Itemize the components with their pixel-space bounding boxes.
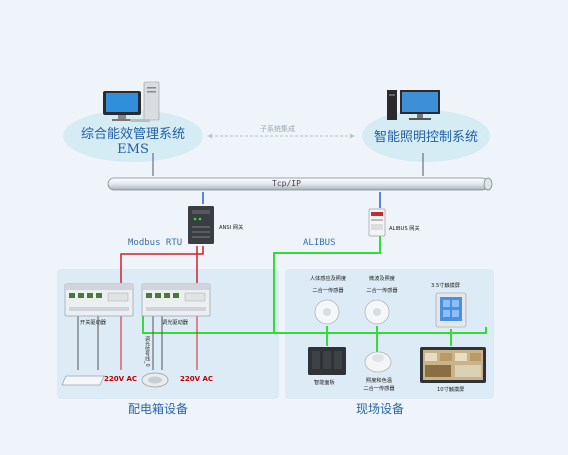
downlight-icon <box>141 372 169 388</box>
switch-driver-label: 开关驱动器 <box>80 320 106 326</box>
panel-light-icon <box>62 375 105 386</box>
ems-title: 综合能效管理系统 EMS <box>63 127 203 157</box>
tcp-ip-bus <box>107 177 493 191</box>
touch35-icon <box>435 292 467 328</box>
color-temp-sensor-label: 照度和色温 二合一传感器 <box>357 377 401 392</box>
alibus-wire-main <box>142 315 487 334</box>
smart-panel-icon <box>308 347 346 375</box>
color-temp-sensor-label-line1: 照度和色温 <box>366 378 392 384</box>
bus-label: Tcp/IP <box>272 179 301 188</box>
touch10-icon <box>420 347 486 383</box>
modbus-wire <box>120 246 204 283</box>
microwave-sensor-label-line1: 微波及照度 <box>369 276 395 282</box>
panel-box-title: 配电箱设备 <box>128 402 189 416</box>
ems-computer-icon <box>103 81 160 122</box>
lighting-title: 智能照明控制系统 <box>373 130 478 145</box>
ansi-gateway-icon <box>188 206 214 244</box>
lighting-computer-icon <box>387 90 440 120</box>
ems-ellipse <box>63 110 203 162</box>
alibus-gateway-icon <box>368 208 386 237</box>
dimmer-driver-label: 调光驱动器 <box>162 320 188 326</box>
dimming-cable-label: 调光信号线_0 <box>144 336 150 367</box>
presence-sensor-icon <box>314 299 340 325</box>
integration-label: 子系统集成 <box>260 125 295 133</box>
alibus-wire-left <box>273 236 381 333</box>
ansi-gateway-label: ANSI 网关 <box>219 225 244 231</box>
microwave-sensor-icon <box>364 299 390 325</box>
modbus-label: Modbus RTU <box>128 238 183 248</box>
smart-panel-label: 智能面板 <box>314 380 335 386</box>
presence-sensor-label: 人体感应及照度 二合一传感器 <box>300 275 356 294</box>
switch-driver-icon <box>64 283 134 317</box>
dimmer-driver-icon <box>141 283 211 317</box>
presence-sensor-label-line2: 二合一传感器 <box>312 288 344 294</box>
presence-sensor-label-line1: 人体感应及照度 <box>309 276 347 282</box>
color-temp-sensor-label-line2: 二合一传感器 <box>363 386 395 392</box>
microwave-sensor-label-line2: 二合一传感器 <box>366 288 398 294</box>
microwave-sensor-label: 微波及照度 二合一传感器 <box>354 275 410 294</box>
alibus-gateway-label: ALIBUS 网关 <box>389 226 420 232</box>
voltage-right-label: 220V AC <box>180 375 214 383</box>
color-temp-sensor-icon <box>364 351 392 373</box>
alibus-label: ALIBUS <box>303 238 336 248</box>
voltage-left-label: 220V AC <box>104 375 138 383</box>
lighting-ellipse <box>362 110 490 162</box>
field-title: 现场设备 <box>356 402 405 416</box>
ems-title-line2: EMS <box>117 142 149 157</box>
ems-title-line1: 综合能效管理系统 <box>80 127 185 142</box>
touch35-label: 3.5寸触摸屏 <box>431 283 460 289</box>
touch10-label: 10寸触摸屏 <box>437 387 465 393</box>
